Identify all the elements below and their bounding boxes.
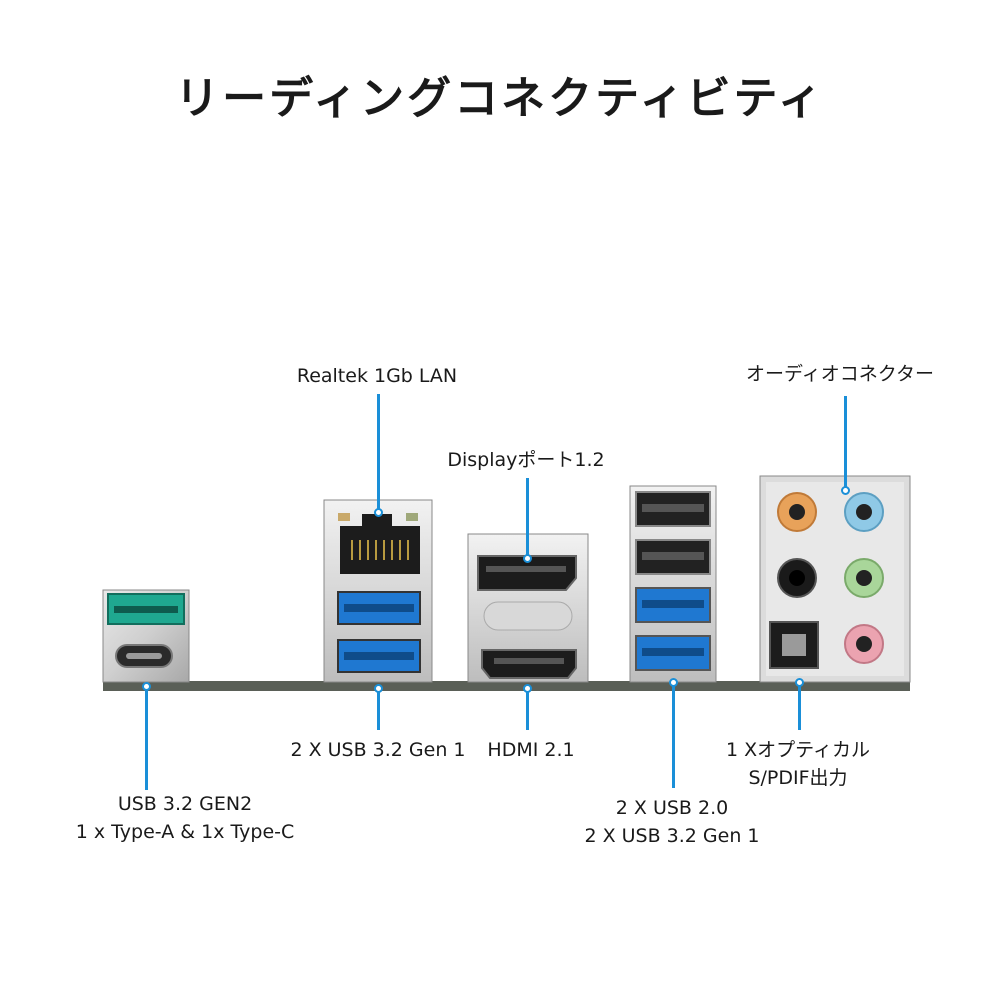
label-displayport: Displayポート1.2 (447, 449, 605, 471)
callout-line-hdmi (526, 692, 529, 730)
label-hdmi: HDMI 2.1 (487, 739, 575, 761)
lan-led-left (338, 513, 350, 521)
callout-dot-displayport (523, 554, 532, 563)
audio-port-block (759, 475, 911, 683)
label-audio: オーディオコネクター (746, 363, 934, 385)
label-optical-line2: S/PDIF出力 (748, 767, 848, 789)
callout-line-usb-gen2 (145, 690, 148, 790)
displayport-connector (477, 555, 577, 591)
callout-line-audio (844, 396, 847, 488)
label-usb-stack-line2: 2 X USB 3.2 Gen 1 (584, 825, 760, 847)
page-title: リーディングコネクティビティ (175, 73, 825, 124)
label-usb-gen2: USB 3.2 GEN2 1 x Type-A & 1x Type-C (40, 790, 330, 846)
label-lan: Realtek 1Gb LAN (296, 365, 458, 387)
usb-gen2-port-stack (102, 589, 190, 683)
usb-four-port-stack (629, 485, 717, 683)
motherboard-edge (103, 681, 910, 691)
label-usb-lan: 2 X USB 3.2 Gen 1 (290, 739, 466, 761)
label-optical: 1 Xオプティカル S/PDIF出力 (700, 736, 896, 792)
dp-hdmi-port-stack (467, 533, 589, 683)
label-usb-gen2-line2: 1 x Type-A & 1x Type-C (75, 821, 295, 843)
lan-led-right (406, 513, 418, 521)
callout-line-usb-stack (672, 686, 675, 788)
label-usb-stack: 2 X USB 2.0 2 X USB 3.2 Gen 1 (560, 794, 784, 850)
callout-line-displayport (526, 478, 529, 556)
label-usb-gen2-line1: USB 3.2 GEN2 (117, 793, 253, 815)
callout-line-usb-lan (377, 692, 380, 730)
rj45-port (340, 526, 420, 574)
callout-line-lan (377, 394, 380, 510)
callout-dot-lan (374, 508, 383, 517)
callout-line-optical (798, 686, 801, 730)
callout-dot-audio (841, 486, 850, 495)
lan-usb-port-stack (323, 499, 433, 683)
label-usb-stack-line1: 2 X USB 2.0 (615, 797, 729, 819)
label-optical-line1: 1 Xオプティカル (725, 739, 870, 761)
